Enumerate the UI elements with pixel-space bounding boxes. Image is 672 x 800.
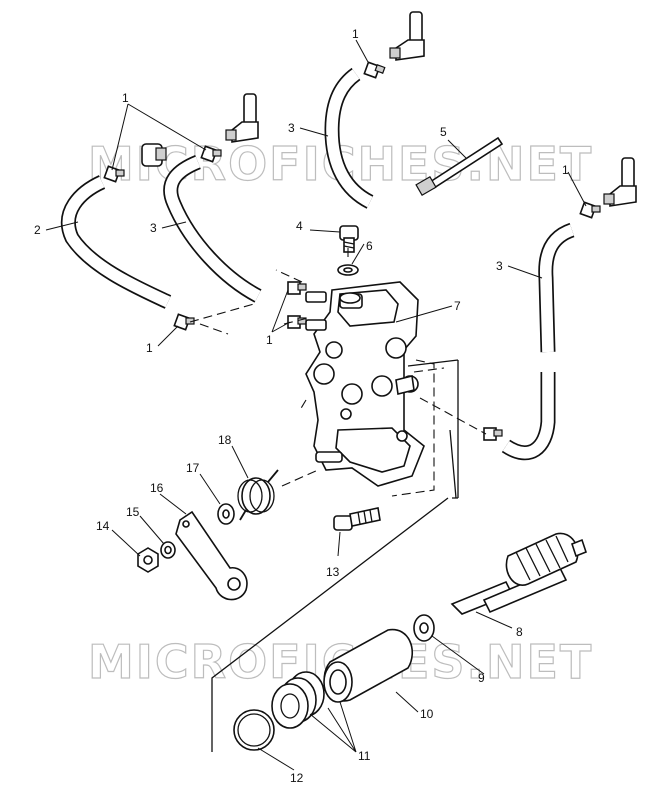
hose-right-lower xyxy=(501,372,556,461)
gear-bushing xyxy=(323,628,413,703)
callout-8: 8 xyxy=(516,625,523,639)
callout-18: 18 xyxy=(218,433,232,447)
fitting-left-a xyxy=(141,143,167,167)
callout-15: 15 xyxy=(126,505,140,519)
callout-1-left: 1 xyxy=(122,91,129,105)
fitting-right xyxy=(603,157,637,207)
o-ring xyxy=(233,709,275,751)
shaft-washer xyxy=(413,614,435,642)
clamp-top-center xyxy=(363,61,386,79)
callout-3-top: 3 xyxy=(288,121,295,135)
clamp-left-top-b xyxy=(200,145,222,163)
oil-seals xyxy=(271,671,325,729)
clamp-right-lower xyxy=(483,427,503,441)
inlet-nipple xyxy=(305,291,327,331)
callout-6: 6 xyxy=(366,239,373,253)
callout-16: 16 xyxy=(150,481,164,495)
hose-middle-left xyxy=(163,155,262,303)
callout-7: 7 xyxy=(454,299,461,313)
callout-11: 11 xyxy=(358,749,371,763)
hose-right-upper xyxy=(538,222,575,353)
hose-top-center xyxy=(324,67,374,209)
oil-pump-body xyxy=(305,281,425,487)
control-lever xyxy=(175,510,248,601)
callout-4: 4 xyxy=(296,219,303,233)
clamp-left-bottom xyxy=(173,313,195,331)
clamp-valve-a xyxy=(287,281,307,295)
callout-3-left: 3 xyxy=(150,221,157,235)
clamp-right-upper xyxy=(579,201,601,219)
callout-9: 9 xyxy=(478,671,485,685)
callout-5: 5 xyxy=(440,125,447,139)
leader-lines xyxy=(45,39,587,771)
callout-1-lower-left: 1 xyxy=(146,341,153,355)
assembly-bracket xyxy=(211,359,459,752)
callout-2: 2 xyxy=(34,223,41,237)
fitting-top-center xyxy=(389,11,425,61)
lock-washer xyxy=(160,541,176,559)
cable-tie xyxy=(415,136,504,197)
sealing-washer xyxy=(337,264,359,276)
callout-10: 10 xyxy=(420,707,434,721)
callout-1-valve: 1 xyxy=(266,333,273,347)
washer-17 xyxy=(217,503,235,525)
callout-12: 12 xyxy=(290,771,304,785)
callout-17: 17 xyxy=(186,461,200,475)
callout-1-right: 1 xyxy=(562,163,569,177)
callout-1-top: 1 xyxy=(352,27,359,41)
mounting-screw xyxy=(333,507,381,531)
torsion-spring xyxy=(237,469,279,521)
bleed-screw xyxy=(339,225,359,253)
fitting-left-b xyxy=(225,93,259,143)
clamp-left-top-a xyxy=(103,165,125,183)
drive-gear-shaft xyxy=(450,532,587,615)
callout-3-right: 3 xyxy=(496,259,503,273)
hose-left xyxy=(60,175,172,309)
hex-nut xyxy=(137,547,159,573)
callout-14: 14 xyxy=(96,519,110,533)
callout-13: 13 xyxy=(326,565,340,579)
